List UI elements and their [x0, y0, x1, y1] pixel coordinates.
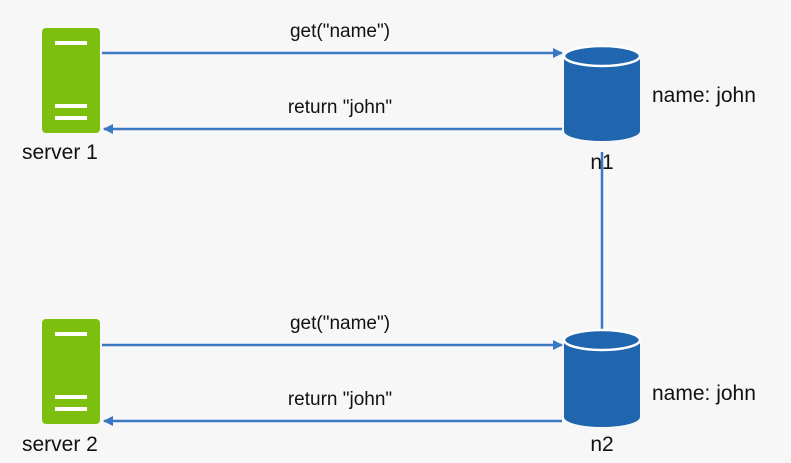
n1-group: n1 name: john — [562, 44, 756, 174]
server-icon — [42, 28, 100, 133]
server-icon — [42, 319, 100, 424]
server-2-group: server 2 — [22, 319, 100, 456]
request-label-1: get("name") — [290, 21, 390, 42]
n2-value-label: name: john — [652, 382, 756, 405]
server-2-label: server 2 — [22, 433, 98, 456]
n1-label: n1 — [590, 151, 613, 174]
response-label-1: return "john" — [288, 97, 392, 118]
response-label-2: return "john" — [288, 389, 392, 410]
n1-value-label: name: john — [652, 84, 756, 107]
server-1-group: server 1 — [22, 28, 100, 164]
n2-group: n2 name: john — [562, 328, 756, 456]
database-icon — [562, 44, 642, 141]
n2-label: n2 — [590, 433, 613, 456]
database-icon — [562, 328, 642, 427]
request-label-2: get("name") — [290, 313, 390, 334]
server-1-label: server 1 — [22, 141, 98, 164]
